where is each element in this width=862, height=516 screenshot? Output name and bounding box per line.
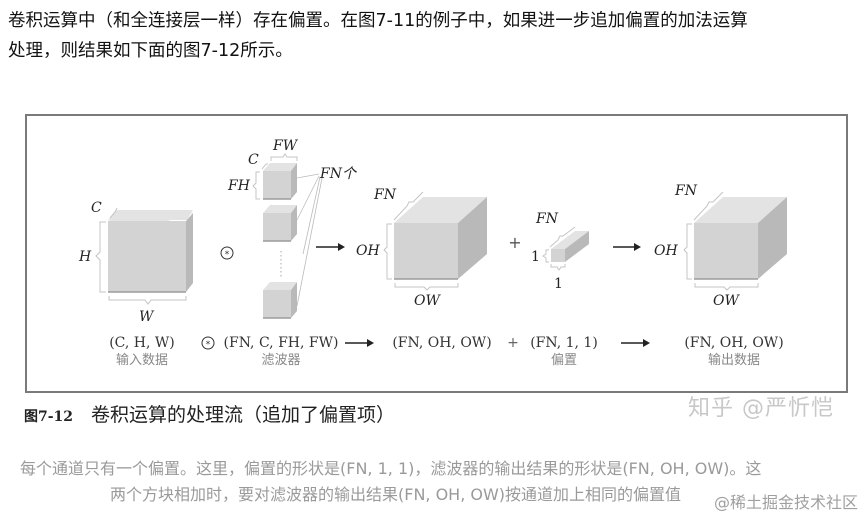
bias-labels: FN 1 1 xyxy=(531,211,576,292)
output-labels: FN OH OW xyxy=(654,183,759,309)
article-paragraph-2: 处理，则结果如下面的图7-12所示。 xyxy=(8,41,293,61)
zhihu-watermark: 知乎 @严忻恺 xyxy=(688,396,834,421)
filter-labels: FW C FH FN个 xyxy=(227,138,358,200)
input-labels: C H W xyxy=(78,200,187,325)
conv-output-oh-label: OH xyxy=(356,243,380,259)
svg-text:*: * xyxy=(206,340,211,350)
conv-output-cube xyxy=(394,197,487,280)
arrow-icon xyxy=(613,243,641,251)
bias-caption: 偏置 xyxy=(551,353,577,368)
bias-cube xyxy=(551,231,589,262)
filter-fh-label: FH xyxy=(227,178,251,194)
bias-shape: (FN, 1, 1) xyxy=(530,335,598,351)
figure-number: 图7-12 xyxy=(24,409,74,425)
conv-bias-diagram: .lbl { font-family:"DejaVu Serif", serif… xyxy=(78,138,787,368)
figure-frame: .lbl { font-family:"DejaVu Serif", serif… xyxy=(25,114,848,393)
output-caption: 输出数据 xyxy=(708,352,760,368)
filter-cubes xyxy=(263,163,323,319)
output-shape: (FN, OH, OW) xyxy=(684,335,783,351)
filter-caption: 滤波器 xyxy=(261,353,300,368)
filter-c-label: C xyxy=(248,152,259,168)
input-caption: 输入数据 xyxy=(116,352,168,368)
plus-operator: + xyxy=(508,233,521,252)
faded-paragraph-line-1: 每个通道只有一个偏置。这里，偏置的形状是(FN, 1, 1)，滤波器的输出结果的… xyxy=(20,459,762,478)
conv-output-labels: FN OH OW xyxy=(356,187,459,309)
arrow-icon xyxy=(345,339,374,347)
filter-count-label: FN个 xyxy=(319,166,358,182)
arrow-icon xyxy=(316,243,345,251)
input-w-label: W xyxy=(139,309,155,325)
output-ow-label: OW xyxy=(713,293,740,309)
figure-title: 卷积运算的处理流（追加了偏置项） xyxy=(91,404,396,426)
convolution-operator-icon: * xyxy=(220,246,234,260)
output-fn-label: FN xyxy=(674,183,698,199)
juejin-watermark: @稀土掘金技术社区 xyxy=(713,493,858,512)
bias-fn-label: FN xyxy=(535,211,559,227)
convolution-operator-icon: * xyxy=(201,336,215,350)
article-paragraph-1: 卷积运算中（和全连接层一样）存在偏置。在图7-11的例子中，如果进一步追加偏置的… xyxy=(8,11,748,31)
figure-caption: 图7-12 卷积运算的处理流（追加了偏置项） xyxy=(24,400,395,427)
filter-fw-label: FW xyxy=(272,138,299,154)
bias-height-label: 1 xyxy=(531,249,540,265)
arrow-icon xyxy=(621,339,650,347)
conv-output-ow-label: OW xyxy=(414,293,441,309)
conv-output-shape: (FN, OH, OW) xyxy=(392,335,491,351)
svg-text:*: * xyxy=(225,250,230,260)
conv-output-fn-label: FN xyxy=(373,187,397,203)
input-shape: (C, H, W) xyxy=(109,335,175,351)
plus-operator: + xyxy=(507,335,519,351)
filter-shape: (FN, C, FH, FW) xyxy=(224,335,339,351)
output-cube xyxy=(694,197,787,280)
output-oh-label: OH xyxy=(654,243,678,259)
faded-paragraph-line-2: 两个方块相加时，要对滤波器的输出结果(FN, OH, OW)按通道加上相同的偏置… xyxy=(110,485,682,504)
input-c-label: C xyxy=(91,200,102,216)
input-h-label: H xyxy=(78,249,92,265)
input-cube xyxy=(108,210,193,293)
bias-width-label: 1 xyxy=(554,276,563,292)
